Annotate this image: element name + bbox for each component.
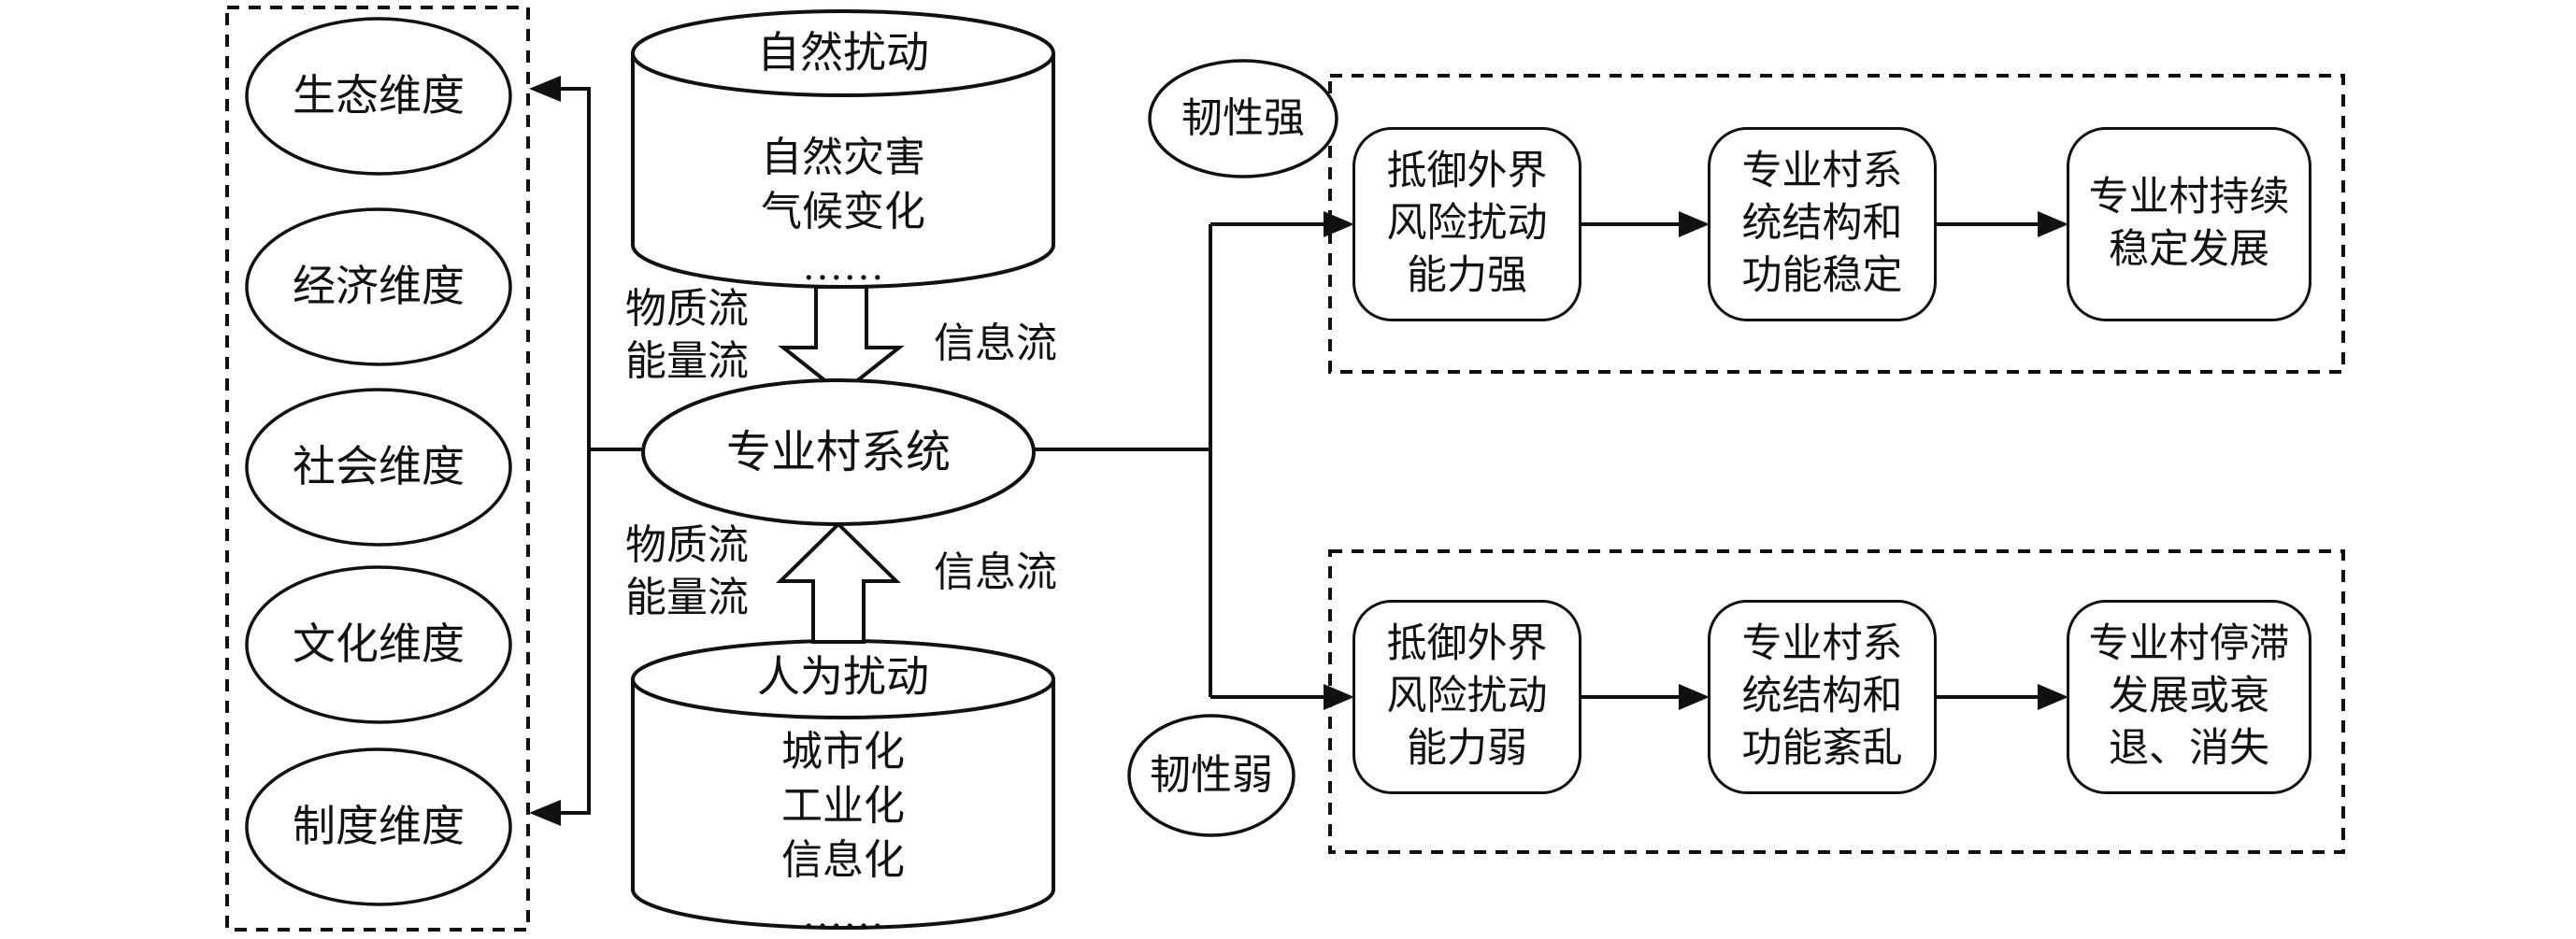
- human-disturbance-title: 人为扰动: [757, 653, 929, 701]
- strong-step-3-box: 专业村持续 稳定发展: [2067, 127, 2311, 321]
- natural-disturbance-title: 自然扰动: [757, 29, 929, 77]
- arrowhead-weak-2: [2038, 684, 2068, 710]
- core-system-label: 专业村系统: [725, 428, 951, 477]
- dimension-label-institution: 制度维度: [293, 803, 465, 850]
- weak-step-2-box: 专业村系 统结构和 功能紊乱: [1708, 600, 1937, 794]
- arrowhead-weak-in: [1324, 684, 1354, 710]
- strong-condition-label: 韧性强: [1181, 95, 1305, 141]
- arrowhead-weak-1: [1679, 684, 1710, 710]
- strong-step-1-box: 抵御外界 风险扰动 能力强: [1352, 127, 1581, 321]
- strong-path-frame: [1328, 74, 2345, 374]
- strong-step-2-box: 专业村系 统结构和 功能稳定: [1708, 127, 1937, 321]
- information-flow-label-top: 信息流: [934, 320, 1057, 366]
- feedback-line: [559, 87, 591, 815]
- dimension-ellipse-institution: [245, 747, 512, 906]
- down-block-arrow: [778, 285, 905, 396]
- arrowhead-to-panel-top: [529, 76, 561, 102]
- dimension-ellipse-culture: [245, 565, 512, 724]
- material-energy-flow-label-top: 物质流 能量流: [625, 286, 749, 384]
- human-disturbance-items: 城市化 工业化 信息化 ……: [781, 729, 905, 937]
- weak-step-3-box: 专业村停滞 发展或衰 退、消失: [2067, 600, 2311, 794]
- information-flow-label-bottom: 信息流: [934, 549, 1057, 595]
- human-disturbance-cylinder-body: [631, 679, 1055, 930]
- dimension-ellipse-ecology: [245, 17, 512, 176]
- natural-disturbance-items: 自然灾害 气候变化 ……: [761, 135, 925, 289]
- dimension-label-society: 社会维度: [293, 443, 465, 491]
- dimension-ellipse-economy: [245, 207, 512, 366]
- arrowhead-strong-1: [1679, 211, 1710, 237]
- arrowhead-strong-2: [2038, 211, 2068, 237]
- dimension-label-economy: 经济维度: [293, 263, 465, 310]
- weak-condition-ellipse: [1127, 714, 1295, 837]
- up-block-arrow: [776, 521, 901, 644]
- natural-disturbance-cylinder-lid: [631, 9, 1055, 97]
- material-energy-flow-label-bottom: 物质流 能量流: [625, 522, 749, 620]
- arrowhead-strong-in: [1324, 211, 1354, 237]
- dimension-ellipse-society: [245, 388, 512, 547]
- arrowhead-to-panel-bottom: [529, 800, 561, 826]
- dimension-panel-frame: [225, 6, 530, 932]
- weak-path-frame: [1328, 549, 2345, 854]
- weak-condition-label: 韧性弱: [1150, 752, 1273, 798]
- dimension-label-culture: 文化维度: [293, 620, 465, 668]
- core-system-ellipse: [641, 378, 1036, 526]
- dimension-label-ecology: 生态维度: [293, 72, 465, 120]
- weak-step-1-box: 抵御外界 风险扰动 能力弱: [1352, 600, 1581, 794]
- strong-condition-ellipse: [1148, 59, 1338, 178]
